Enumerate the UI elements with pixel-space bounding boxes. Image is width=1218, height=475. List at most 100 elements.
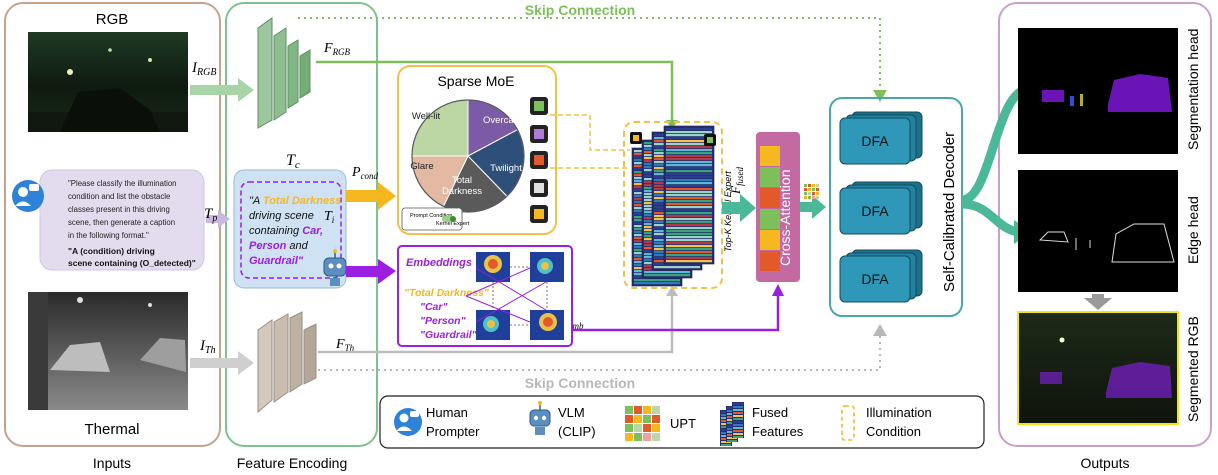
cross-attention-label: Cross-Attention — [777, 170, 793, 266]
illumination-condition-box — [623, 121, 723, 289]
legend-illumination-icon — [841, 405, 855, 441]
dfa-block-label: DFA — [861, 203, 889, 219]
legend-human-line-2: Prompter — [426, 424, 480, 439]
expert-link-1 — [550, 114, 630, 151]
pie-outline — [411, 99, 525, 213]
vlm-to-embeddings-arrow — [346, 259, 396, 284]
thermal-input-label: Thermal — [84, 421, 139, 438]
skip-connection-bottom-line — [318, 330, 881, 371]
fused-corner-icons — [630, 132, 716, 146]
kernel-expert-chips — [530, 97, 548, 223]
prompt-line-1: "Please classify the illumination — [68, 179, 177, 188]
t-i-symbol: Ti — [324, 209, 335, 225]
p-emb-arrowhead — [772, 284, 784, 296]
rgb-input-image — [28, 32, 188, 132]
segmented-rgb-label: Segmented RGB — [1185, 316, 1201, 422]
pie-label-twilight: Twilight — [490, 163, 522, 174]
legend-human-line-1: Human — [426, 405, 468, 420]
f-rgb-line — [316, 60, 674, 124]
caption-line-4b: and — [286, 240, 308, 252]
legend-vlm-line-1: VLM — [558, 405, 585, 420]
legend-upt-label: UPT — [670, 416, 696, 431]
embed-word-car: "Car" — [420, 301, 448, 313]
edge-output-image — [1018, 170, 1178, 292]
i-rgb-symbol: IRGB — [191, 60, 216, 78]
segmentation-head-label: Segmentation head — [1185, 29, 1201, 150]
prompt-condition-label: Prompt Condition — [410, 213, 453, 219]
human-prompter-icon — [12, 180, 44, 212]
kernel-expert-label: Kernel Expert — [436, 221, 470, 227]
f-fused-arrow — [722, 194, 756, 222]
f-th-line — [318, 292, 674, 354]
dfa-blocks: DFA DFA DFA — [839, 111, 923, 303]
embed-word-person: "Person" — [420, 315, 467, 327]
legend-illumination-line-2: Condition — [866, 424, 921, 439]
pie-label-glare: Glare — [410, 161, 433, 172]
caption-line-4a: Person — [249, 240, 287, 252]
vlm-robot-icon — [323, 249, 347, 286]
dfa-block — [839, 255, 911, 303]
p-cond-symbol: Pcond — [351, 165, 379, 181]
i-th-symbol: ITh — [199, 338, 216, 356]
cross-attention-stripes — [760, 146, 780, 271]
f-th-symbol: FTh — [335, 337, 355, 353]
inputs-section-label: Inputs — [93, 455, 131, 471]
pie-slice-well-lit — [411, 99, 469, 157]
embed-word-total-darkness: "Total Darkness" — [404, 287, 490, 299]
human-prompt-bubble: "Please classify the illumination condit… — [30, 169, 205, 271]
legend-box — [379, 395, 985, 449]
rgb-input-label: RGB — [96, 11, 129, 28]
fused-feature-stack — [631, 125, 715, 287]
prompt-line-4: scene, then generate a caption — [68, 218, 175, 227]
t-c-symbol: Tc — [286, 152, 300, 171]
rgb-to-encoder-arrow — [190, 78, 254, 102]
prompt-format-line-1: "A (condition) driving — [68, 246, 155, 256]
f-rgb-symbol: FRGB — [323, 41, 351, 57]
legend-fused-line-2: Features — [752, 424, 804, 439]
prompt-line-3: classes present in this driving — [68, 205, 170, 214]
rgb-encoder-stack — [257, 17, 311, 129]
skip-connection-top-arrowhead — [873, 90, 887, 102]
feature-encoding-panel — [225, 2, 378, 447]
caption-line-3b: Car, — [302, 225, 323, 237]
prompt-line-2: condition and list the obstacle — [68, 192, 170, 201]
caption-line-1b: Total Darkness — [263, 195, 341, 207]
p-emb-line — [572, 292, 780, 332]
segmented-rgb-output-image — [1017, 311, 1179, 425]
thermal-to-encoder-arrow — [190, 351, 254, 375]
thermal-input-image — [28, 292, 188, 410]
legend-human-icon — [394, 408, 422, 436]
skip-connection-bottom-arrowhead — [873, 324, 887, 336]
caption-line-3a: containing — [249, 225, 302, 237]
generated-caption-box: "A Total Darkness driving scene containi… — [233, 169, 347, 289]
legend-vlm-icon — [529, 401, 551, 435]
skip-connection-top-label: Skip Connection — [525, 2, 635, 18]
skip-connection-bottom-label: Skip Connection — [525, 375, 635, 391]
legend-vlm-line-2: (CLIP) — [558, 424, 596, 439]
t-p-symbol: Tp — [204, 206, 217, 224]
attention-heatmaps — [465, 252, 564, 340]
dfa-block-label: DFA — [861, 133, 889, 149]
edge-head-label: Edge head — [1185, 196, 1201, 264]
prompt-line-5: in the following format." — [68, 231, 149, 240]
legend-upt-icon — [625, 406, 660, 441]
f-th-arrowhead — [666, 286, 678, 296]
thermal-encoder-stack — [257, 311, 317, 414]
caption-line-5: Guardrail" — [249, 255, 304, 267]
p-cond-arrow — [346, 182, 396, 210]
embed-word-guardrail: "Guardrail" — [420, 329, 478, 341]
pie-label-overcast: Overcast — [483, 115, 521, 126]
dfa-block — [839, 117, 911, 165]
prompt-kernel-switch: Prompt Condition Kernel Expert — [401, 207, 470, 231]
legend-fused-line-1: Fused — [752, 405, 788, 420]
caption-line-1a: "A — [249, 195, 263, 207]
cross-to-decoder-arrow — [800, 195, 826, 219]
skip-connection-top-line — [298, 17, 881, 96]
svg-text:"Please classify the illuminat: "Please classify the illumination condit… — [68, 179, 179, 240]
decoder-title: Self-Calibrated Decoder — [941, 132, 958, 292]
dfa-block-label: DFA — [861, 271, 889, 287]
prompt-to-vlm-arrow — [206, 210, 230, 228]
